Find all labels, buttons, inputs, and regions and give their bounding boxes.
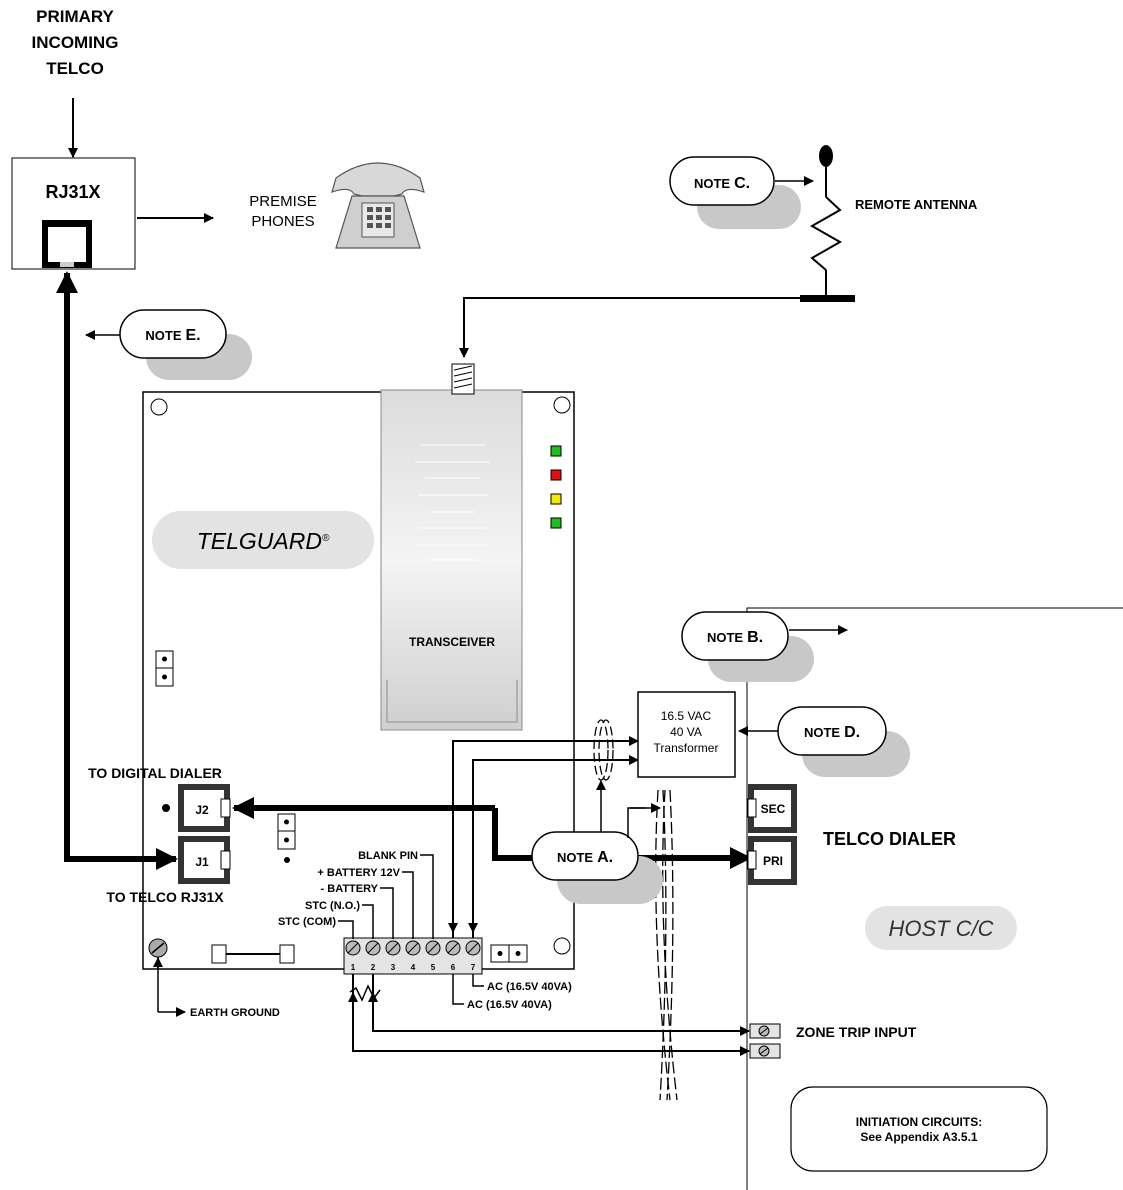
svg-text:INITIATION CIRCUITS:: INITIATION CIRCUITS: bbox=[856, 1115, 982, 1129]
svg-text:See Appendix A3.5.1: See Appendix A3.5.1 bbox=[860, 1130, 977, 1144]
cable-bundle-ac bbox=[593, 719, 614, 781]
pri-jack: PRI bbox=[747, 836, 797, 885]
sec-jack: SEC bbox=[747, 784, 797, 833]
svg-text:TELGUARD®: TELGUARD® bbox=[197, 528, 330, 554]
terminal-number: 6 bbox=[451, 963, 456, 972]
svg-text:40 VA: 40 VA bbox=[670, 725, 702, 739]
remote-antenna-icon bbox=[800, 145, 855, 302]
ac-label-7: AC (16.5V 40VA) bbox=[487, 981, 572, 993]
led-red bbox=[550, 469, 562, 481]
host-cc-label: HOST C/C bbox=[865, 906, 1017, 950]
svg-text:INCOMING: INCOMING bbox=[32, 33, 119, 52]
terminal-number: 3 bbox=[391, 963, 396, 972]
jack-j1: J1 bbox=[178, 836, 231, 884]
jumper-header bbox=[155, 650, 174, 687]
svg-text:PHONES: PHONES bbox=[251, 213, 314, 230]
stc-com-label: STC (COM) bbox=[278, 916, 336, 928]
svg-text:SEC: SEC bbox=[761, 802, 786, 816]
jack-j2: J2 bbox=[178, 784, 231, 832]
zone-trip-input-label: ZONE TRIP INPUT bbox=[796, 1024, 917, 1040]
stc-no-label: STC (N.O.) bbox=[305, 900, 360, 912]
terminal-number: 2 bbox=[371, 963, 376, 972]
terminal-number: 1 bbox=[351, 963, 356, 972]
resistor bbox=[349, 984, 381, 1002]
svg-text:J1: J1 bbox=[195, 855, 209, 869]
mount-hole bbox=[150, 398, 168, 416]
battery-positive-label: + BATTERY 12V bbox=[317, 867, 400, 879]
led-green bbox=[550, 445, 562, 457]
terminal-number: 5 bbox=[431, 963, 436, 972]
terminal-number: 7 bbox=[471, 963, 476, 972]
terminal-leaders bbox=[338, 854, 484, 1005]
svg-text:Transformer: Transformer bbox=[654, 741, 719, 755]
transceiver-label: TRANSCEIVER bbox=[409, 635, 495, 649]
transformer: 16.5 VAC 40 VA Transformer bbox=[637, 691, 736, 778]
mount-hole bbox=[553, 396, 571, 414]
antenna-connector bbox=[451, 363, 475, 395]
fuse bbox=[211, 944, 295, 964]
earth-ground-label: EARTH GROUND bbox=[190, 1007, 280, 1019]
terminal-screws bbox=[345, 940, 481, 956]
ac-label-6: AC (16.5V 40VA) bbox=[467, 999, 552, 1011]
host-panel-border bbox=[746, 607, 1123, 1190]
svg-text:PREMISE: PREMISE bbox=[249, 193, 317, 210]
board-dot bbox=[284, 857, 290, 863]
svg-text:J2: J2 bbox=[195, 803, 209, 817]
dialer-line-j2-pri bbox=[492, 808, 735, 861]
svg-text:TELCO: TELCO bbox=[46, 59, 104, 78]
earth-ground-screw bbox=[148, 938, 168, 958]
board-dot bbox=[162, 804, 170, 812]
led-green bbox=[550, 517, 562, 529]
jumper-header bbox=[277, 813, 296, 850]
to-digital-dialer-label: TO DIGITAL DIALER bbox=[88, 765, 222, 781]
telguard-logo: TELGUARD® bbox=[152, 511, 374, 569]
terminal-number: 4 bbox=[411, 963, 416, 972]
to-telco-rj31x-label: TO TELCO RJ31X bbox=[106, 889, 224, 905]
primary-incoming-telco-label: PRIMARY INCOMING TELCO bbox=[32, 7, 119, 78]
svg-text:16.5 VAC: 16.5 VAC bbox=[661, 709, 712, 723]
battery-negative-label: - BATTERY bbox=[321, 883, 379, 895]
cable-bundle-zone bbox=[655, 789, 678, 1101]
antenna-cable bbox=[463, 297, 801, 355]
transceiver-module: TRANSCEIVER bbox=[380, 389, 523, 731]
note-a-leader bbox=[627, 807, 646, 838]
telco-dialer-label: TELCO DIALER bbox=[823, 829, 956, 849]
mount-hole bbox=[553, 937, 571, 955]
premise-phones-label: PREMISE PHONES bbox=[249, 193, 317, 230]
terminal-block: 1 2 3 4 5 6 7 bbox=[343, 937, 483, 975]
jumper-header-small bbox=[490, 944, 528, 963]
initiation-circuits-box: INITIATION CIRCUITS: See Appendix A3.5.1 bbox=[790, 1086, 1048, 1172]
svg-text:HOST C/C: HOST C/C bbox=[888, 916, 993, 941]
rj31x-label: RJ31X bbox=[45, 182, 100, 202]
remote-antenna-label: REMOTE ANTENNA bbox=[855, 197, 978, 212]
blank-pin-label: BLANK PIN bbox=[358, 850, 418, 862]
svg-text:PRIMARY: PRIMARY bbox=[36, 7, 114, 26]
svg-text:PRI: PRI bbox=[763, 854, 783, 868]
telephone-icon bbox=[331, 162, 425, 249]
led-yellow bbox=[550, 493, 562, 505]
zone-trip-terminals bbox=[749, 1023, 781, 1059]
rj31x-jack-box: RJ31X bbox=[11, 157, 136, 270]
